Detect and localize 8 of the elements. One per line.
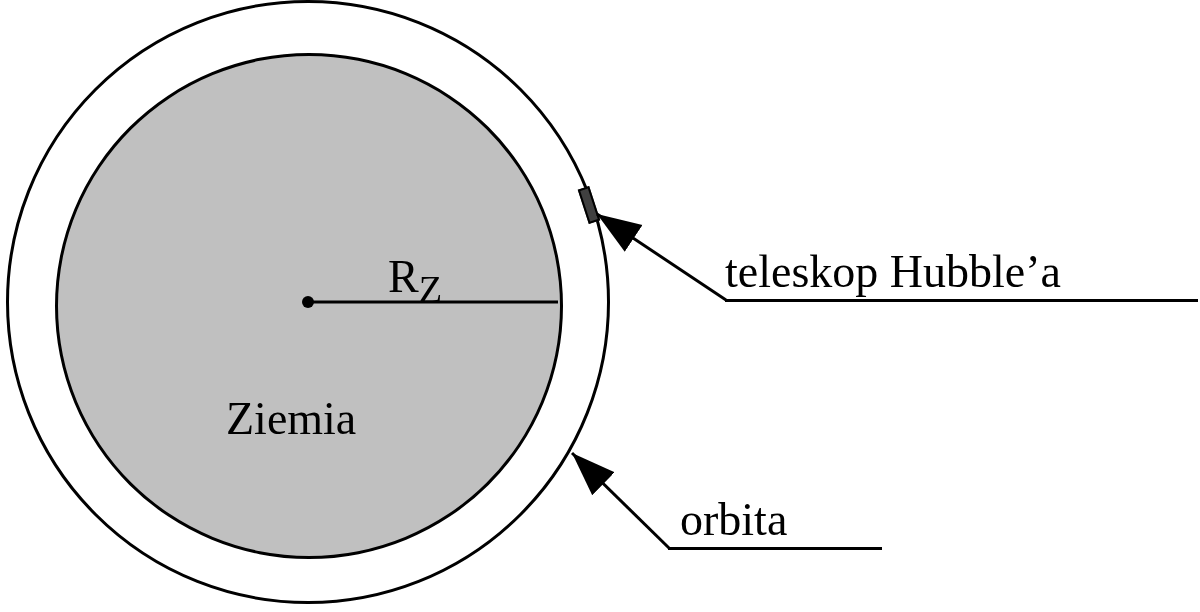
callout-label: teleskop Hubble’a: [725, 249, 1061, 295]
leader-line: [570, 451, 671, 550]
underline-label: [725, 252, 1198, 302]
leader-line: [596, 212, 727, 302]
callout-label: orbita: [680, 497, 788, 543]
orbit-circle: [6, 0, 610, 604]
underline-label: [668, 500, 882, 550]
region-label: Ziemia: [226, 396, 357, 442]
